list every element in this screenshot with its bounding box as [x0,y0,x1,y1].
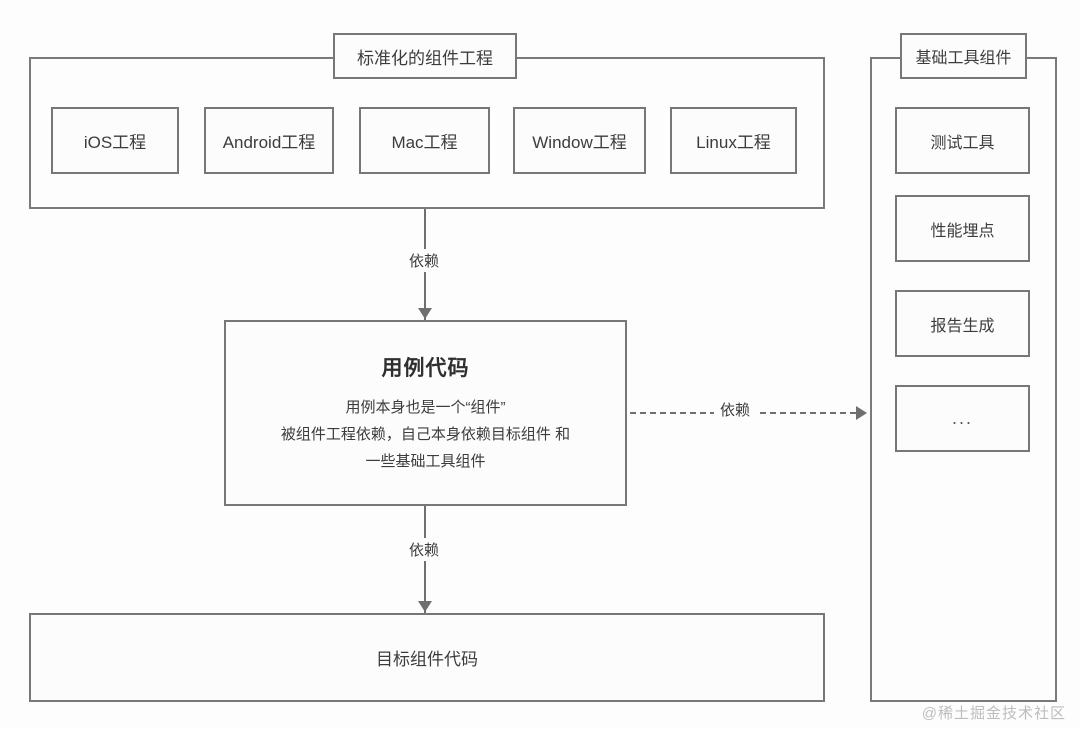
usecase-line-2: 被组件工程依赖，自己本身依赖目标组件 和 [280,425,571,443]
watermark: @稀土掘金技术社区 [921,705,1066,722]
usecase-line-3: 一些基础工具组件 [365,452,486,470]
arrow-head-right-icon [856,406,867,420]
arrow-label-dependency-right: 依赖 [714,398,757,421]
usecase-line-1: 用例本身也是一个“组件” [345,398,506,416]
group-standard-title: 标准化的组件工程 [333,33,517,79]
arrow-head-down-icon [418,601,432,612]
platform-box-android[interactable]: Android工程 [204,107,334,174]
tool-box-report-generation[interactable]: 报告生成 [895,290,1030,357]
target-component-code-box[interactable]: 目标组件代码 [29,613,825,702]
tool-box-more[interactable]: ... [895,385,1030,452]
arrow-label-dependency-bottom: 依赖 [403,538,446,561]
tool-box-performance-tracking[interactable]: 性能埋点 [895,195,1030,262]
usecase-code-box[interactable]: 用例代码 用例本身也是一个“组件” 被组件工程依赖，自己本身依赖目标组件 和 一… [224,320,627,506]
arrow-head-down-icon [418,308,432,319]
usecase-title: 用例代码 [381,356,470,380]
platform-box-linux[interactable]: Linux工程 [670,107,797,174]
platform-box-mac[interactable]: Mac工程 [359,107,490,174]
platform-box-window[interactable]: Window工程 [513,107,646,174]
group-tools-title: 基础工具组件 [900,33,1027,79]
tool-box-test-tool[interactable]: 测试工具 [895,107,1030,174]
platform-box-ios[interactable]: iOS工程 [51,107,179,174]
arrow-label-dependency-top: 依赖 [403,249,446,272]
